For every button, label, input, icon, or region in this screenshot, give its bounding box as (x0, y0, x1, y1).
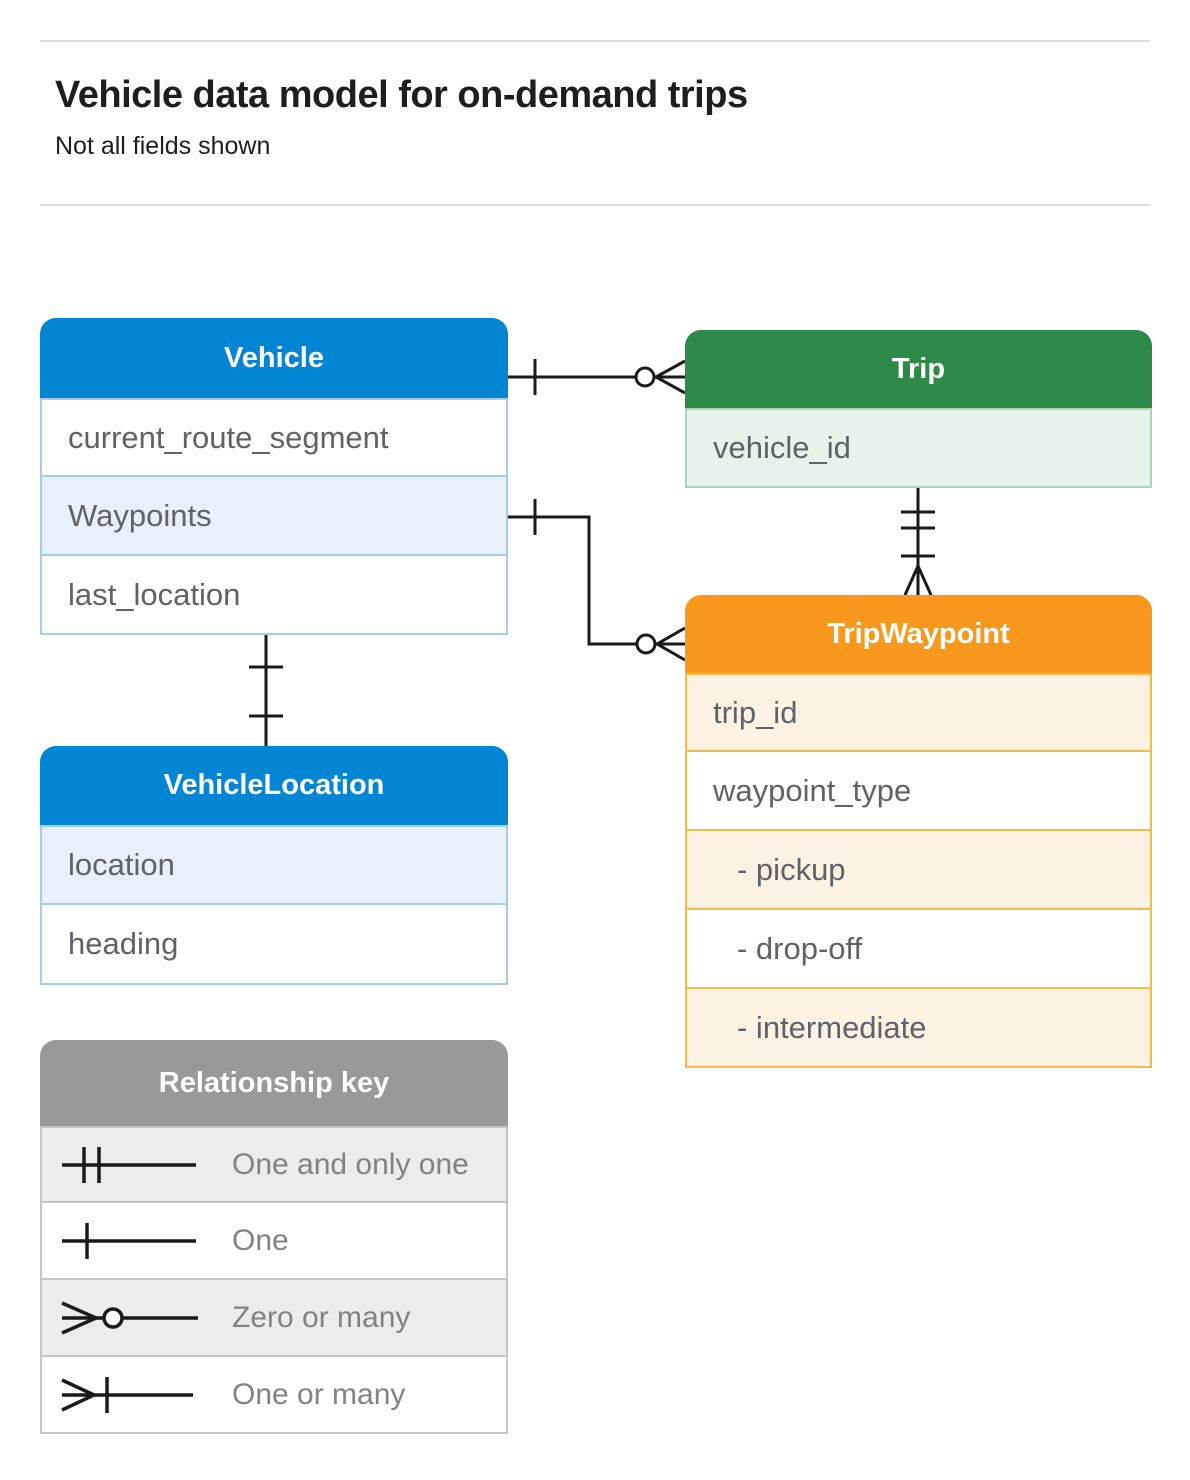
one-icon (62, 1222, 196, 1259)
page-title: Vehicle data model for on-demand trips (55, 74, 748, 116)
entity-vehiclelocation: VehicleLocation location heading (40, 746, 508, 985)
one-or-many-icon (61, 1376, 193, 1413)
entity-tripwaypoint-header: TripWaypoint (685, 595, 1152, 673)
field-row: Waypoints (40, 477, 508, 556)
entity-vehicle: Vehicle current_route_segment Waypoints … (40, 318, 508, 635)
connector-waypoints-tripwaypoint (508, 499, 686, 662)
entity-vehicle-header: Vehicle (40, 318, 508, 398)
zero-or-many-marker (634, 359, 686, 395)
connector-vehicle-vehiclelocation (249, 635, 283, 746)
connector-vehicle-trip (508, 359, 686, 395)
legend-row: Zero or many (40, 1280, 508, 1357)
field-row: - intermediate (685, 989, 1152, 1068)
legend-label: One and only one (232, 1147, 469, 1181)
top-divider (40, 40, 1150, 42)
field-row: - drop-off (685, 910, 1152, 989)
field-row: - pickup (685, 831, 1152, 910)
relationship-key: Relationship key One and only one One Ze… (40, 1040, 508, 1434)
field-row: location (40, 825, 508, 905)
one-and-only-one-marker (901, 510, 935, 530)
field-row: current_route_segment (40, 398, 508, 477)
middle-divider (40, 204, 1150, 206)
field-row: trip_id (685, 673, 1152, 752)
field-row: last_location (40, 556, 508, 635)
field-row: vehicle_id (685, 408, 1152, 488)
field-row: waypoint_type (685, 752, 1152, 831)
legend-row: One and only one (40, 1126, 508, 1203)
entity-trip: Trip vehicle_id (685, 330, 1152, 488)
entity-tripwaypoint: TripWaypoint trip_id waypoint_type - pic… (685, 595, 1152, 1068)
legend-label: Zero or many (232, 1300, 411, 1334)
connector-trip-tripwaypoint (901, 488, 935, 596)
field-row: heading (40, 905, 508, 985)
legend-label: One (232, 1223, 289, 1257)
one-or-many-marker (901, 554, 935, 596)
zero-or-many-marker (635, 626, 686, 662)
one-and-only-one-icon (62, 1146, 196, 1183)
relationship-key-header: Relationship key (40, 1040, 508, 1126)
zero-or-many-icon (61, 1300, 198, 1335)
legend-label: One or many (232, 1377, 406, 1411)
page-subtitle: Not all fields shown (55, 132, 271, 160)
entity-vehiclelocation-header: VehicleLocation (40, 746, 508, 825)
legend-row: One or many (40, 1357, 508, 1434)
entity-trip-header: Trip (685, 330, 1152, 408)
legend-row: One (40, 1203, 508, 1280)
